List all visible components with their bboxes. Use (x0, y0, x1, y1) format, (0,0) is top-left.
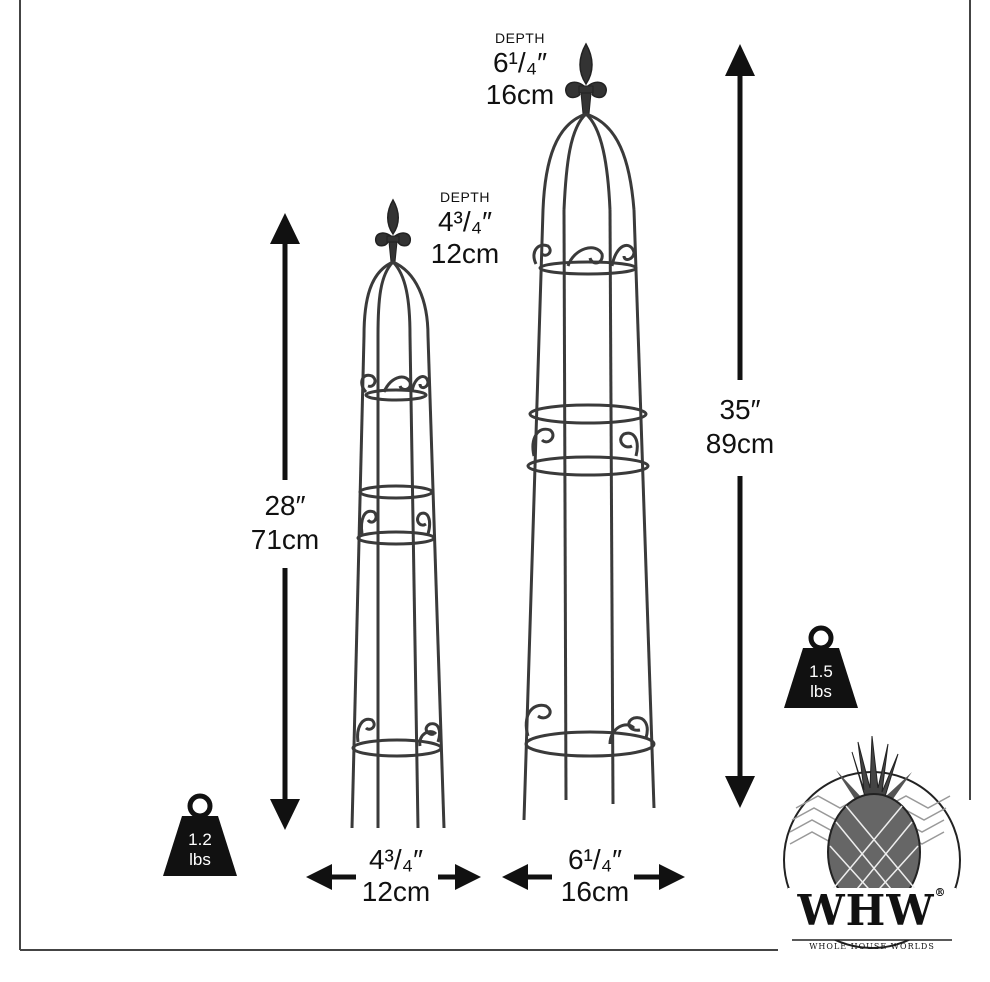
fleur-de-lis-finial-icon (374, 198, 412, 263)
small-height-arrow (270, 213, 300, 830)
large-depth-cm: 16cm (485, 79, 555, 110)
logo-monogram: WHW® (790, 886, 954, 935)
logo-brand-name: WHOLE HOUSE WORLDS (809, 942, 935, 951)
weight-icon (784, 625, 858, 708)
large-width-label: 6¹/₄″ 16cm (545, 846, 645, 906)
small-weight-label: 1.2 lbs (172, 830, 228, 869)
small-depth-label: DEPTH 4³/₄″ 12cm (415, 190, 515, 268)
logo-registered-mark: ® (934, 886, 947, 899)
large-height-cm: 89cm (705, 428, 775, 459)
small-height-inches: 28″ (264, 490, 306, 521)
large-obelisk (522, 42, 656, 821)
large-width-inches: 6¹/₄″ (567, 844, 623, 875)
large-depth-label: DEPTH 6¹/₄″ 16cm (470, 31, 570, 109)
large-weight-value: 1.5 (809, 662, 833, 681)
small-width-cm: 12cm (361, 876, 431, 907)
small-width-label: 4³/₄″ 12cm (346, 846, 446, 906)
logo-monogram-text: WHW (797, 886, 935, 935)
small-depth-inches: 4³/₄″ (437, 206, 493, 237)
large-width-arrow (502, 864, 685, 890)
large-weight-label: 1.5 lbs (793, 662, 849, 701)
small-width-inches: 4³/₄″ (368, 844, 424, 875)
pineapple-icon (827, 735, 921, 911)
small-weight-unit: lbs (189, 849, 211, 869)
large-weight-unit: lbs (810, 681, 832, 701)
small-depth-cm: 12cm (430, 238, 500, 269)
small-height-label: 28″ 71cm (225, 492, 345, 554)
large-height-inches: 35″ (719, 394, 761, 425)
small-depth-caption: DEPTH (440, 189, 490, 205)
small-weight-value: 1.2 (188, 830, 212, 849)
small-height-cm: 71cm (250, 524, 320, 555)
brand-logo (783, 735, 961, 949)
large-height-label: 35″ 89cm (680, 396, 800, 458)
large-depth-inches: 6¹/₄″ (492, 47, 548, 78)
fleur-de-lis-finial-icon (565, 42, 607, 115)
large-height-arrow (725, 44, 755, 808)
frame-border (19, 0, 971, 951)
small-obelisk (350, 198, 446, 829)
large-width-cm: 16cm (560, 876, 630, 907)
large-depth-caption: DEPTH (495, 30, 545, 46)
weight-icon (163, 793, 237, 876)
small-width-arrow (306, 864, 481, 890)
